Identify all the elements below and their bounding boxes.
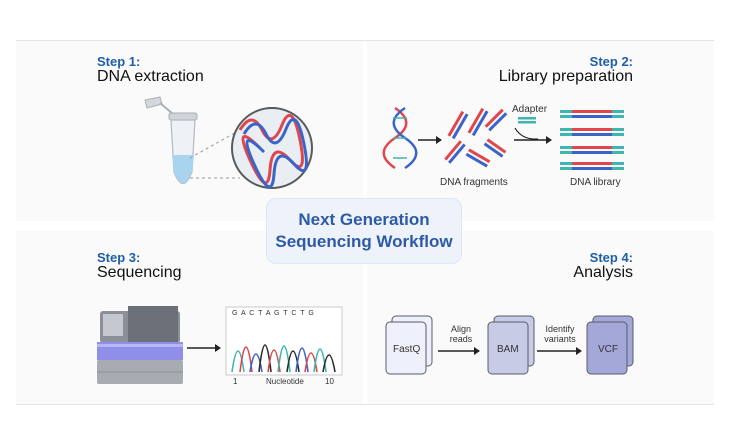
sequencer-machine-icon <box>97 306 183 384</box>
step-1-number: Step 1: <box>97 54 141 69</box>
bam-label: BAM <box>497 344 519 355</box>
workflow-title-line2: Sequencing Workflow <box>275 232 453 251</box>
arrow-icon <box>438 347 480 355</box>
axis-start-label: 1 <box>233 377 238 386</box>
vcf-label: VCF <box>598 344 618 355</box>
identify-variants-line1: Identify <box>545 324 575 334</box>
workflow-title-line1: Next Generation <box>298 210 430 229</box>
arrow-icon <box>537 347 582 355</box>
tube-icon <box>144 96 241 185</box>
step-2-number: Step 2: <box>589 54 633 69</box>
arrow-icon <box>187 344 221 352</box>
workflow-title-box: Next Generation Sequencing Workflow <box>266 198 462 264</box>
step-1-title: DNA extraction <box>97 68 204 85</box>
axis-end-label: 10 <box>325 377 334 386</box>
align-reads-line2: reads <box>449 334 473 344</box>
chromatogram-bases: G A C T A G T C T G <box>232 310 315 317</box>
step-3-number: Step 3: <box>97 250 141 265</box>
dna-fragments-label: DNA fragments <box>440 177 508 188</box>
dna-helix-icon <box>382 106 418 170</box>
fastq-file-icon <box>385 315 433 375</box>
step-3-title: Sequencing <box>97 264 182 281</box>
vcf-file-icon <box>586 315 634 375</box>
adapter-icon <box>514 117 539 140</box>
axis-label: Nucleotide <box>266 377 304 386</box>
align-reads-line1: Align <box>450 324 471 334</box>
step-2-title: Library preparation <box>498 68 633 85</box>
fastq-label: FastQ <box>393 344 421 355</box>
dna-fragments-icon <box>444 107 508 168</box>
identify-variants-line2: variants <box>544 334 576 344</box>
dna-library-icon <box>560 110 624 170</box>
identify-variants-label: Identify variants <box>540 324 580 344</box>
step-4-number: Step 4: <box>589 250 633 265</box>
quadrant-library-preparation <box>367 41 714 221</box>
dna-zoom-circle-icon <box>231 107 313 189</box>
diagram-frame <box>16 40 714 405</box>
arrow-icon <box>418 136 442 144</box>
dna-library-label: DNA library <box>570 177 621 188</box>
bam-file-icon <box>487 315 535 375</box>
chromatogram-icon <box>225 306 343 376</box>
adapter-label: Adapter <box>512 104 548 115</box>
arrow-icon <box>514 136 552 144</box>
align-reads-label: Align reads <box>446 324 476 344</box>
step-4-title: Analysis <box>573 264 633 281</box>
